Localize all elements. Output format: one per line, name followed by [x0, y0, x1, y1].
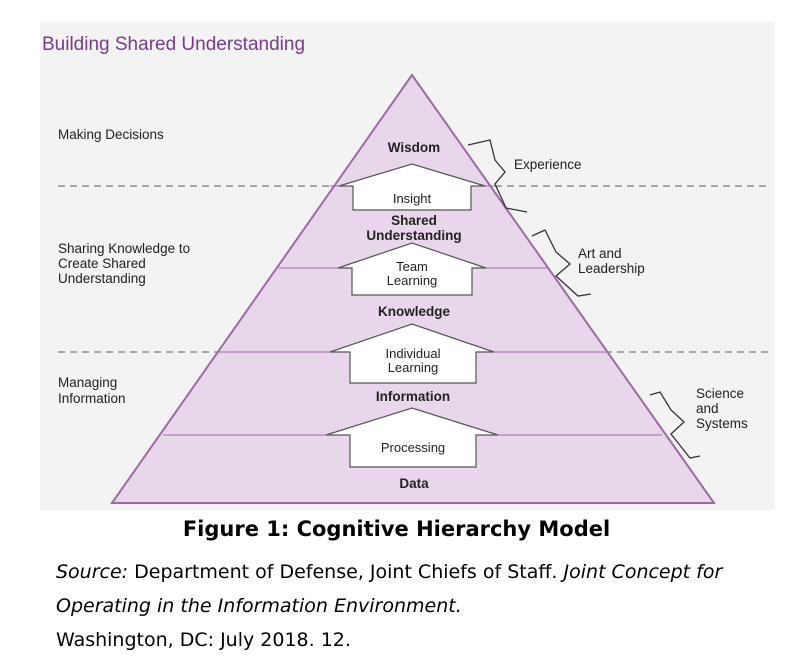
- label-managing-line1: Managing: [58, 375, 117, 390]
- label-sharing-line1: Sharing Knowledge to: [58, 241, 190, 256]
- source-text: Department of Defense, Joint Chiefs of S…: [128, 561, 564, 583]
- level-data: Data: [399, 476, 429, 491]
- level-knowledge: Knowledge: [378, 304, 450, 319]
- source-citation: Source: Department of Defense, Joint Chi…: [56, 555, 756, 657]
- figure-title: Figure 1: Cognitive Hierarchy Model: [182, 517, 611, 541]
- source-publication: Washington, DC: July 2018. 12.: [56, 629, 351, 651]
- level-wisdom: Wisdom: [388, 140, 440, 155]
- figure-caption: Figure 1: Cognitive Hierarchy Model Sour…: [0, 515, 793, 651]
- arrow-team-line1: Team: [396, 259, 428, 274]
- label-science-line3: Systems: [696, 416, 748, 431]
- label-sharing-line3: Understanding: [58, 271, 146, 286]
- label-science-line1: Science: [696, 386, 744, 401]
- diagram-title: Building Shared Understanding: [42, 34, 305, 55]
- processing-arrow: [325, 407, 499, 468]
- source-document-title: Joint Concept for Operating in the Infor…: [56, 561, 723, 617]
- source-label: Source:: [56, 561, 129, 583]
- label-making-decisions: Making Decisions: [58, 127, 164, 142]
- level-information: Information: [376, 389, 450, 404]
- arrow-team-line2: Learning: [387, 273, 438, 288]
- label-sharing-line2: Create Shared: [58, 256, 146, 271]
- brace-art-leadership: [531, 229, 592, 297]
- arrow-individual-line1: Individual: [386, 346, 441, 361]
- arrow-insight-label: Insight: [393, 191, 432, 206]
- brace-science-systems: [649, 391, 701, 459]
- level-shared-line1: Shared: [391, 213, 437, 228]
- brace-experience: [467, 139, 528, 213]
- individual-learning-arrow: [329, 323, 495, 384]
- arrow-processing-label: Processing: [381, 440, 445, 455]
- arrow-individual-line2: Learning: [388, 360, 439, 375]
- label-experience: Experience: [514, 157, 582, 172]
- insight-arrow: [338, 163, 486, 211]
- label-art-line2: Leadership: [578, 261, 645, 276]
- label-science-line2: and: [696, 401, 719, 416]
- team-learning-arrow: [337, 242, 487, 296]
- label-managing-line2: Information: [58, 391, 126, 406]
- label-art-line1: Art and: [578, 246, 622, 261]
- cognitive-hierarchy-diagram: Building Shared Understanding Making Dec…: [40, 22, 775, 510]
- level-shared-line2: Understanding: [366, 228, 461, 243]
